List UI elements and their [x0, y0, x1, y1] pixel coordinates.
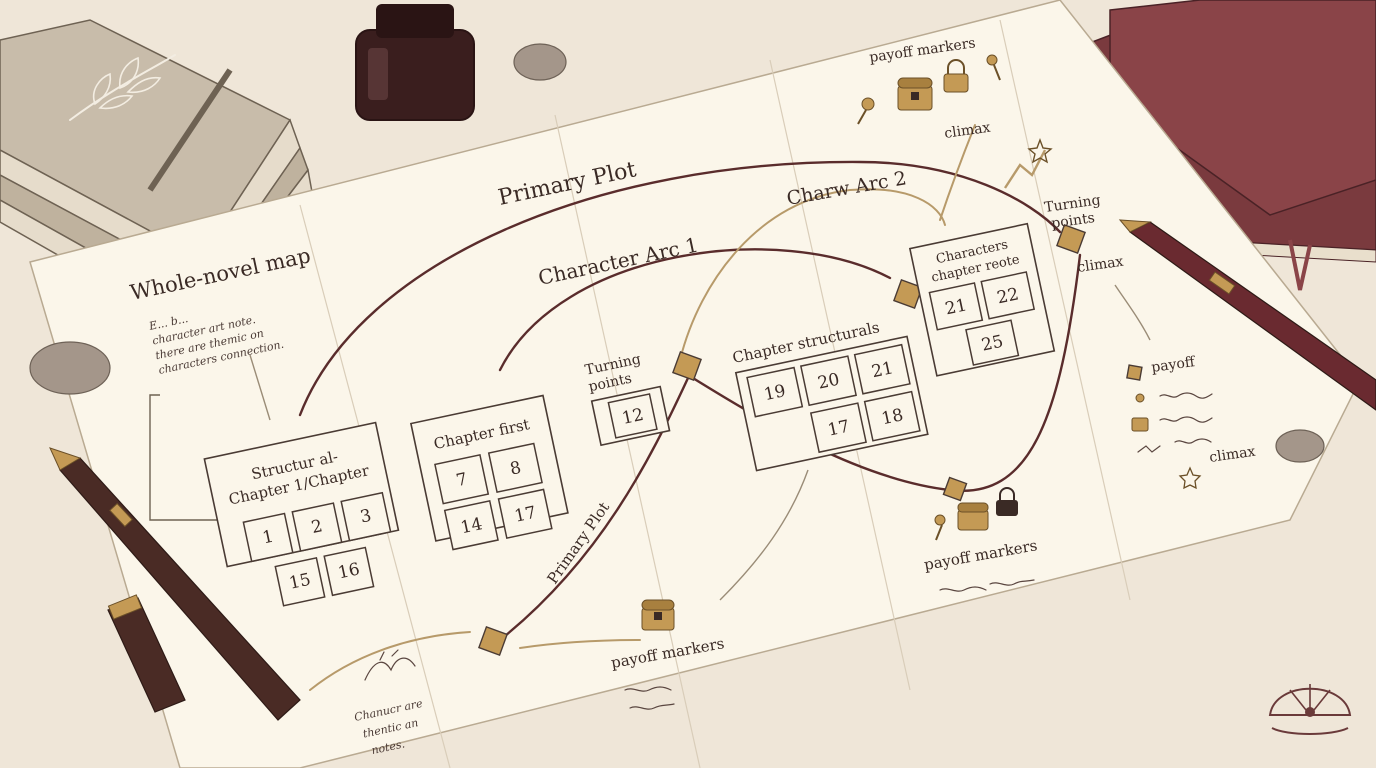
card-25: 25: [965, 319, 1020, 366]
chapter-first-group: Chapter first 7 8 14 17: [409, 394, 569, 551]
sprout-doodle-icon: [364, 649, 416, 681]
legend-payoff-label: payoff: [1150, 354, 1196, 376]
card-22: 22: [980, 271, 1036, 320]
mid-connector: [719, 469, 809, 601]
legend-lock-icon: [1131, 417, 1149, 432]
legend-star-icon: [1178, 466, 1202, 490]
primary-plot-diagonal-arc: [498, 376, 690, 642]
svg-text:7: 7: [454, 469, 469, 491]
note-arrow: [249, 354, 271, 421]
payoff-return-arrow: [519, 639, 641, 649]
climax-arrow: [939, 124, 976, 221]
characters-box: [908, 222, 1056, 377]
pen-cap-left: [107, 594, 186, 713]
svg-text:25: 25: [980, 332, 1005, 356]
card-15: 15: [274, 556, 326, 607]
character-arc-2-line: [679, 188, 946, 361]
primary-plot-arc: [298, 160, 1062, 417]
svg-text:8: 8: [508, 458, 523, 480]
card-18: 18: [863, 390, 921, 442]
key-icon: [857, 97, 875, 125]
lock-icon-2: [996, 487, 1018, 516]
card-3: 3: [340, 491, 392, 542]
pebble-left: [29, 341, 111, 395]
svg-text:2: 2: [310, 516, 325, 538]
card-7: 7: [434, 454, 490, 505]
card-17b: 17: [809, 402, 867, 454]
svg-text:16: 16: [336, 559, 361, 583]
lock-icon: [943, 59, 969, 93]
svg-text:14: 14: [459, 514, 484, 538]
card-19: 19: [746, 366, 804, 418]
svg-text:21: 21: [943, 295, 968, 319]
structural-marker: [893, 279, 923, 309]
turning-points-right-label-2: points: [1050, 210, 1096, 232]
fountain-pen-left: [49, 447, 301, 721]
pebble-right: [1275, 429, 1325, 463]
climax-top-label: climax: [943, 120, 991, 142]
shell-logo-icon: [1268, 684, 1352, 735]
pebble: [513, 43, 567, 81]
key-icon-2: [986, 54, 1001, 81]
card-20: 20: [799, 355, 858, 407]
bottom-marker: [478, 626, 508, 656]
legend: payoff climax: [1126, 354, 1257, 490]
characters-group: Characters chapter reote 21 22 25: [908, 222, 1056, 377]
legend-arrow: [1114, 284, 1151, 341]
payoff-mid-marker: [942, 476, 968, 502]
payoff-bottom-scribble: [624, 686, 675, 710]
card-1: 1: [242, 512, 294, 563]
svg-text:1: 1: [261, 527, 276, 549]
fountain-pen-right: [1118, 219, 1376, 411]
card-12: 12: [607, 393, 658, 439]
svg-text:15: 15: [287, 570, 312, 594]
card-16: 16: [323, 546, 375, 597]
svg-text:22: 22: [995, 284, 1020, 308]
structural-group: Structur al- Chapter 1/Chapter 1 2 3 15 …: [203, 421, 400, 607]
payoff-mid-scribble: [939, 579, 1035, 592]
turning-point-marker: [672, 351, 702, 381]
turning-points-right-label-1: Turning: [1043, 192, 1101, 216]
rising-arrow-icon: [1003, 138, 1053, 189]
svg-text:19: 19: [762, 381, 787, 405]
card-2: 2: [291, 502, 343, 552]
climax-right-label: climax: [1076, 254, 1124, 276]
ink-bottle: [355, 4, 475, 121]
treasure-chest-icon: [897, 77, 933, 111]
card-21b: 21: [928, 282, 984, 331]
treasure-chest-icon-2: [957, 502, 989, 531]
card-8: 8: [487, 442, 543, 494]
svg-text:21: 21: [870, 358, 895, 382]
svg-text:3: 3: [359, 506, 374, 528]
turning-point-right-marker: [1056, 224, 1086, 254]
bottom-curve-arrow: [309, 631, 471, 691]
svg-text:12: 12: [620, 405, 645, 429]
svg-text:20: 20: [816, 370, 841, 394]
treasure-chest-icon-3: [641, 599, 675, 631]
legend-climax-label: climax: [1208, 444, 1256, 466]
card-17a: 17: [497, 488, 553, 540]
key-icon-3: [934, 514, 946, 541]
svg-text:17: 17: [826, 417, 851, 441]
payoff-mid-icons: [934, 487, 1018, 541]
legend-key-icon: [1135, 393, 1145, 403]
leaf-emblem-icon: [69, 54, 176, 121]
legend-payoff-marker: [1126, 364, 1143, 381]
card-21a: 21: [853, 343, 911, 395]
card-14: 14: [443, 499, 499, 551]
svg-text:18: 18: [880, 405, 905, 429]
character-arc-1-line: [498, 248, 892, 372]
left-bracket: [149, 394, 218, 521]
chapter-structurals-group: Chapter structurals 19 20 21 17 18: [731, 318, 929, 472]
svg-text:17: 17: [513, 503, 538, 527]
